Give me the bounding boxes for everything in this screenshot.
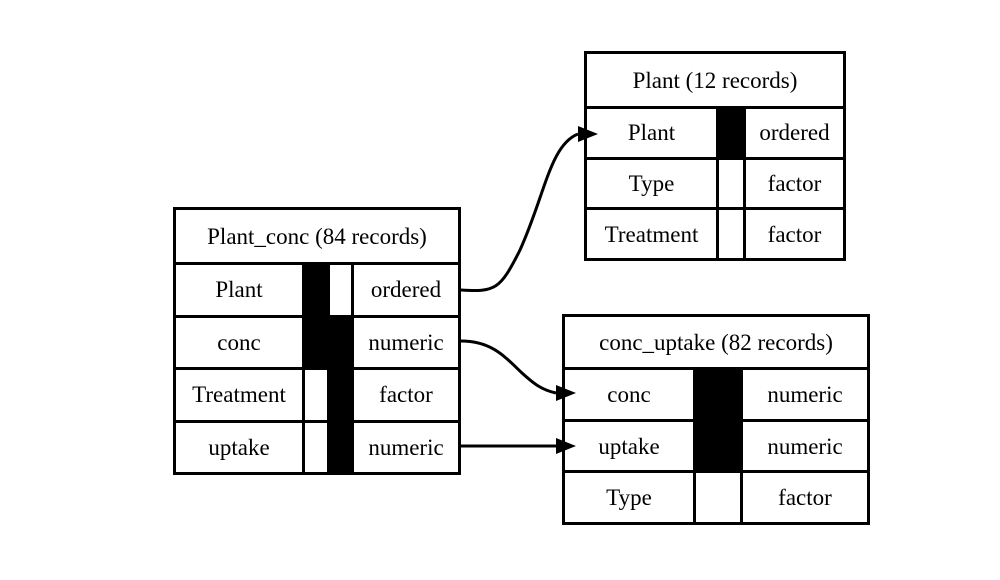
connector-line-plant-to-plant (460, 132, 579, 292)
key-indicator-cell (305, 370, 351, 420)
table-row[interactable]: Plant ordered (176, 265, 458, 318)
table-row[interactable]: Type factor (587, 159, 843, 211)
key-indicator-cell (305, 317, 351, 367)
table-row[interactable]: Treatment factor (587, 210, 843, 259)
key-indicator-cell (719, 159, 743, 208)
key-segment (719, 210, 743, 259)
field-type-cell: numeric (351, 317, 458, 367)
table-row[interactable]: Type factor (565, 473, 867, 523)
field-name-cell: conc (176, 317, 305, 367)
field-name-cell: uptake (565, 421, 696, 471)
field-type-cell: factor (743, 159, 843, 208)
field-name-cell: Treatment (176, 370, 305, 420)
key-segment (696, 421, 740, 471)
field-type-cell: numeric (740, 370, 867, 419)
key-segment (305, 370, 327, 420)
field-type-cell: numeric (740, 421, 867, 471)
field-name-cell: Plant (587, 109, 719, 157)
field-name-cell: Type (587, 159, 719, 208)
key-indicator-cell (696, 473, 740, 523)
key-segment (696, 473, 740, 523)
key-indicator-cell (719, 210, 743, 259)
field-type-cell: numeric (351, 422, 458, 472)
table-row[interactable]: Plant ordered (587, 109, 843, 160)
key-segment (305, 317, 327, 367)
key-indicator-cell (305, 265, 351, 315)
key-segment (326, 317, 351, 367)
key-segment (305, 422, 327, 472)
key-segment (326, 370, 351, 420)
table-row[interactable]: Treatment factor (176, 370, 458, 423)
field-type-cell: factor (351, 370, 458, 420)
field-type-cell: ordered (351, 265, 458, 315)
key-indicator-cell (696, 421, 740, 471)
table-row[interactable]: uptake numeric (176, 422, 458, 472)
connector-line-conc-to-conc (460, 339, 557, 395)
table-row[interactable]: conc numeric (176, 317, 458, 370)
table-plant-title: Plant (12 records) (587, 54, 843, 109)
field-type-cell: factor (740, 473, 867, 523)
table-plant[interactable]: Plant (12 records) Plant ordered Type fa… (584, 51, 846, 261)
key-indicator-cell (696, 370, 740, 419)
table-row[interactable]: conc numeric (565, 370, 867, 422)
key-indicator-cell (719, 109, 743, 157)
field-name-cell: uptake (176, 422, 305, 472)
table-plant-conc-title: Plant_conc (84 records) (176, 210, 458, 265)
key-segment (305, 265, 327, 315)
field-name-cell: Type (565, 473, 696, 523)
key-segment (326, 265, 351, 315)
table-plant-conc[interactable]: Plant_conc (84 records) Plant ordered co… (173, 207, 461, 475)
field-type-cell: ordered (743, 109, 843, 157)
table-conc-uptake[interactable]: conc_uptake (82 records) conc numeric up… (562, 314, 870, 525)
field-name-cell: Plant (176, 265, 305, 315)
table-row[interactable]: uptake numeric (565, 421, 867, 474)
key-indicator-cell (305, 422, 351, 472)
key-segment (326, 422, 351, 472)
key-segment (696, 370, 740, 419)
key-segment (719, 159, 743, 208)
key-segment (719, 109, 743, 157)
field-type-cell: factor (743, 210, 843, 259)
field-name-cell: Treatment (587, 210, 719, 259)
field-name-cell: conc (565, 370, 696, 419)
table-conc-uptake-title: conc_uptake (82 records) (565, 317, 867, 370)
